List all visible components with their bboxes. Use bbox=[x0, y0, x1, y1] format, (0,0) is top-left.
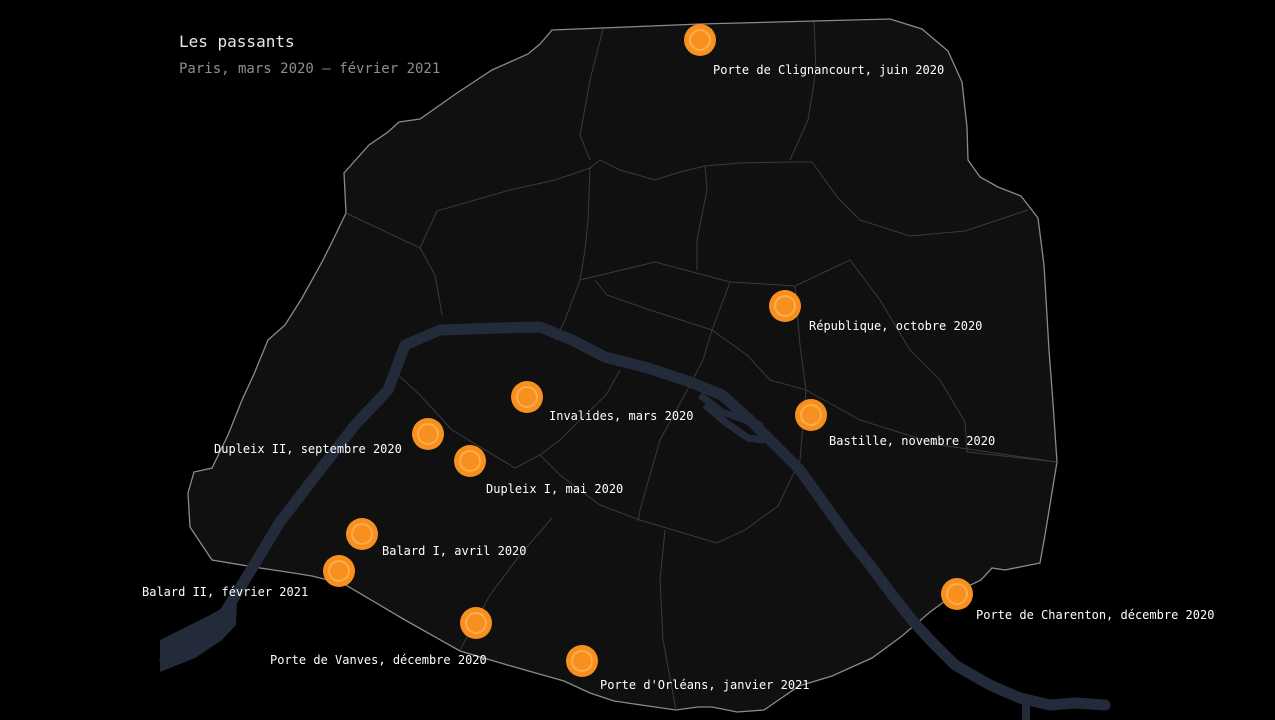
marker-dupleix-ii[interactable]: Dupleix II, septembre 2020 bbox=[214, 418, 444, 456]
marker-label: Porte de Clignancourt, juin 2020 bbox=[713, 63, 944, 77]
marker-ring bbox=[459, 450, 481, 472]
marker-ring bbox=[417, 423, 439, 445]
marker-dot[interactable] bbox=[566, 645, 598, 677]
seine-river bbox=[159, 321, 1111, 720]
marker-dot[interactable] bbox=[941, 578, 973, 610]
marker-porte-de-charenton[interactable]: Porte de Charenton, décembre 2020 bbox=[941, 578, 1214, 622]
marker-dupleix-i[interactable]: Dupleix I, mai 2020 bbox=[454, 445, 623, 496]
marker-ring bbox=[516, 386, 538, 408]
marker-label: Dupleix II, septembre 2020 bbox=[214, 442, 402, 456]
marker-dot[interactable] bbox=[460, 607, 492, 639]
marker-ring bbox=[328, 560, 350, 582]
map-title: Les passants bbox=[179, 32, 295, 51]
marker-label: Invalides, mars 2020 bbox=[549, 409, 694, 423]
marker-porte-de-vanves[interactable]: Porte de Vanves, décembre 2020 bbox=[270, 607, 492, 667]
marker-invalides[interactable]: Invalides, mars 2020 bbox=[511, 381, 694, 423]
marker-ring bbox=[351, 523, 373, 545]
marker-label: Porte d'Orléans, janvier 2021 bbox=[600, 678, 810, 692]
marker-bastille[interactable]: Bastille, novembre 2020 bbox=[795, 399, 995, 448]
marker-label: Bastille, novembre 2020 bbox=[829, 434, 995, 448]
marker-dot[interactable] bbox=[454, 445, 486, 477]
marker-ring bbox=[465, 612, 487, 634]
marker-ring bbox=[800, 404, 822, 426]
marker-label: Porte de Charenton, décembre 2020 bbox=[976, 608, 1214, 622]
marker-ring bbox=[946, 583, 968, 605]
marker-dot[interactable] bbox=[412, 418, 444, 450]
marker-dot[interactable] bbox=[323, 555, 355, 587]
marker-ring bbox=[689, 29, 711, 51]
marker-balard-ii[interactable]: Balard II, février 2021 bbox=[142, 555, 355, 599]
marker-label: Dupleix I, mai 2020 bbox=[486, 482, 623, 496]
marker-dot[interactable] bbox=[684, 24, 716, 56]
marker-ring bbox=[774, 295, 796, 317]
map-subtitle: Paris, mars 2020 — février 2021 bbox=[179, 61, 441, 77]
location-markers[interactable]: Porte de Clignancourt, juin 2020Républiq… bbox=[142, 24, 1214, 692]
marker-label: Porte de Vanves, décembre 2020 bbox=[270, 653, 487, 667]
marker-label: Balard II, février 2021 bbox=[142, 585, 308, 599]
marker-dot[interactable] bbox=[511, 381, 543, 413]
marker-dot[interactable] bbox=[769, 290, 801, 322]
marker-label: République, octobre 2020 bbox=[809, 319, 982, 333]
marker-label: Balard I, avril 2020 bbox=[382, 544, 527, 558]
marker-porte-de-clignancourt[interactable]: Porte de Clignancourt, juin 2020 bbox=[684, 24, 944, 77]
marker-republique[interactable]: République, octobre 2020 bbox=[769, 290, 982, 333]
marker-ring bbox=[571, 650, 593, 672]
marker-dot[interactable] bbox=[795, 399, 827, 431]
marker-porte-d-orleans[interactable]: Porte d'Orléans, janvier 2021 bbox=[566, 645, 810, 692]
marker-dot[interactable] bbox=[346, 518, 378, 550]
marker-balard-i[interactable]: Balard I, avril 2020 bbox=[346, 518, 527, 558]
